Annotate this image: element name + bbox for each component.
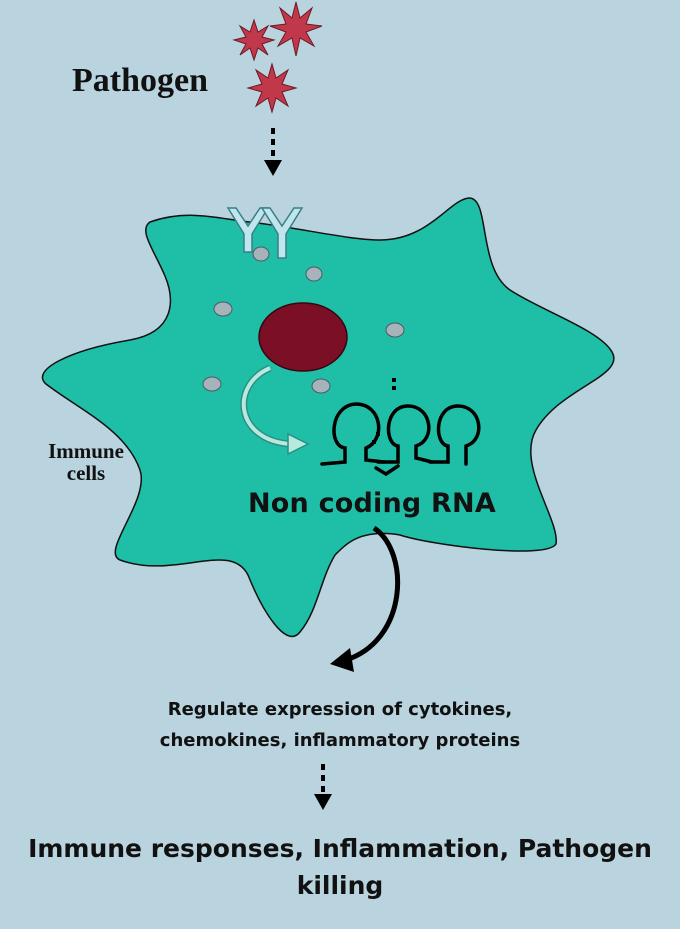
rna-hairpins (320, 402, 481, 477)
vesicles (202, 246, 405, 394)
vesicle (305, 266, 323, 282)
immune-cells-label: Immune cells (26, 440, 146, 484)
immune-cell-body (41, 197, 615, 638)
vesicle (385, 322, 405, 338)
regulation-to-outcome-arrow (314, 764, 332, 810)
vesicle (252, 246, 270, 262)
rna-hairpin (376, 404, 434, 464)
immune-cells-label-line2: cells (66, 461, 106, 485)
outcome-label-line2: killing (296, 871, 384, 900)
vesicle (202, 376, 222, 392)
receptor-icons (226, 207, 304, 259)
pathogen-label: Pathogen (72, 62, 208, 99)
outcome-label: Immune responses, Inflammation, Pathogen… (10, 830, 670, 904)
vesicle (213, 301, 233, 317)
outcome-label-line1: Immune responses, Inflammation, Pathogen (28, 834, 652, 863)
pathogen-particle (246, 62, 298, 114)
pathogen-particle (269, 1, 323, 57)
nucleus (258, 302, 348, 372)
rna-fragment-dots (372, 378, 396, 444)
pathogen-particles (232, 1, 323, 114)
pathogen-to-cell-arrow (264, 128, 282, 176)
regulation-label: Regulate expression of cytokines, chemok… (100, 694, 580, 756)
receptor-icon (260, 207, 304, 259)
non-coding-rna-label: Non coding RNA (248, 488, 496, 519)
rna-hairpin (428, 404, 481, 466)
rna-to-regulation-arrow (330, 525, 401, 672)
receptor-icon (226, 207, 270, 253)
nucleus-to-rna-arrow (240, 364, 310, 456)
immune-cells-label-line1: Immune (48, 439, 124, 463)
pathogen-particle (232, 18, 276, 62)
regulation-label-line2: chemokines, inflammatory proteins (159, 730, 521, 751)
vesicle (311, 378, 331, 394)
regulation-label-line1: Regulate expression of cytokines, (167, 699, 513, 720)
